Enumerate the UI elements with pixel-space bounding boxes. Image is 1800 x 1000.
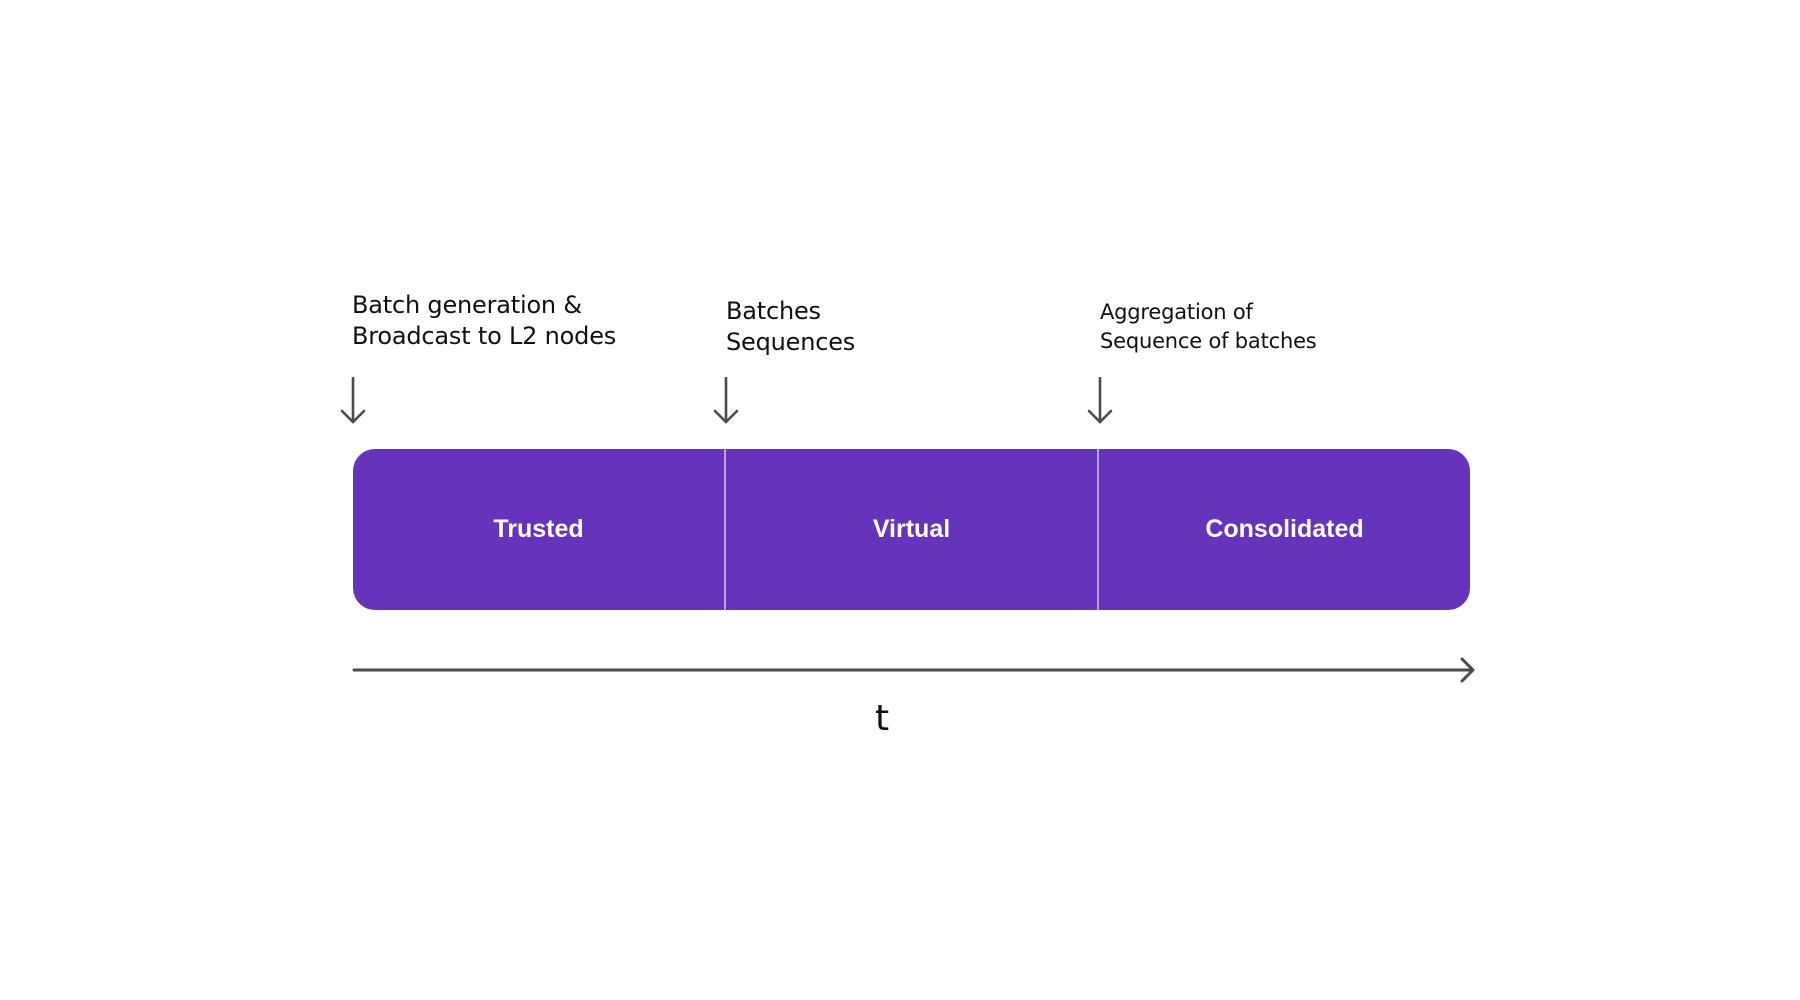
state-segment-virtual: Virtual	[724, 449, 1097, 610]
stage-label-batch-generation: Batch generation & Broadcast to L2 nodes	[352, 290, 616, 352]
state-segment-trusted: Trusted	[493, 515, 584, 543]
axis-label: t	[874, 698, 890, 739]
stage-label-aggregation: Aggregation of Sequence of batches	[1100, 298, 1317, 356]
stage-label-line: Broadcast to L2 nodes	[352, 322, 617, 350]
stage-label-line: Sequences	[726, 328, 856, 356]
arrow-down-icon	[713, 377, 739, 424]
time-axis-arrow	[352, 657, 1475, 683]
arrow-down-icon	[340, 377, 366, 424]
stage-label-line: Batch generation &	[352, 291, 582, 319]
stage-label-line: Aggregation of	[1100, 300, 1253, 324]
stage-label-line: Batches	[726, 297, 821, 325]
stage-label-line: Sequence of batches	[1100, 329, 1317, 353]
stage-label-batches-sequences: Batches Sequences	[726, 296, 855, 358]
state-bar: Trusted Virtual Consolidated	[353, 449, 1470, 610]
arrow-down-icon	[1087, 377, 1113, 424]
state-segment-consolidated: Consolidated	[1097, 449, 1470, 610]
